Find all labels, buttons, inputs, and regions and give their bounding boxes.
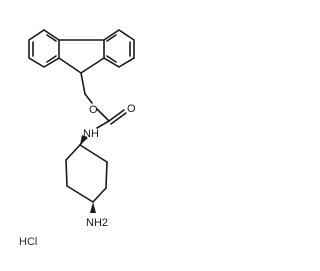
- left-benzene-ring: [28, 29, 60, 68]
- right-benzene-ring: [103, 29, 135, 68]
- amine-nh2-label: NH2: [86, 217, 108, 229]
- carbonyl-double-bond-a: [108, 109, 125, 122]
- stereo-wedge-top: [80, 135, 88, 145]
- carbonyl-double-bond-b: [110, 112, 127, 125]
- ch2-to-oxygen-bond: [84, 93, 93, 104]
- ch-to-ch2-bond: [80, 72, 86, 95]
- carbamate-nh-label: NH: [83, 128, 99, 140]
- five-membered-ring: [58, 39, 105, 74]
- stereo-wedge-bottom: [90, 202, 96, 213]
- ester-oxygen-label: O: [89, 104, 98, 116]
- hcl-salt-label: HCl: [19, 236, 37, 248]
- carbonyl-oxygen-label: O: [127, 103, 136, 115]
- fluorenyl-group: [28, 29, 135, 74]
- chemical-structure: O O NH NH2 HCl: [19, 29, 136, 248]
- cyclohexane-ring: [65, 135, 108, 213]
- carbamate-linker: [79, 72, 127, 146]
- oxygen-to-carbonyl-bond: [96, 108, 110, 122]
- carbonyl-to-nitrogen-bond: [96, 120, 110, 129]
